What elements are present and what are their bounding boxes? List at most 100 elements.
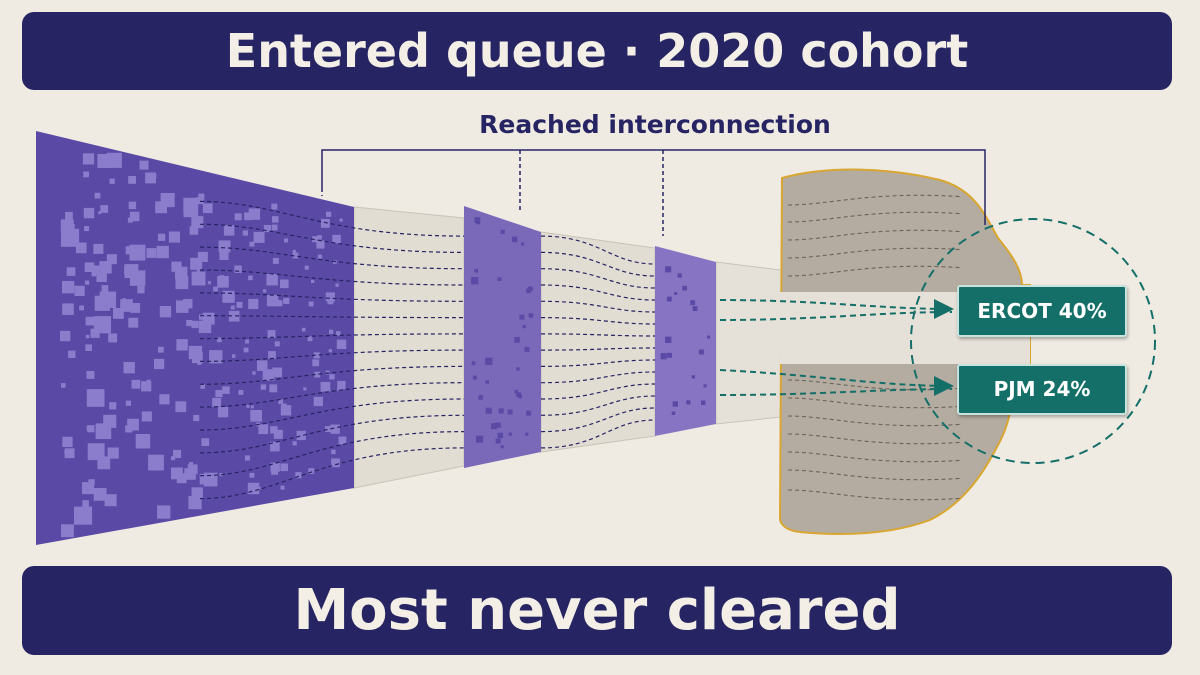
queue-project-square [296,430,306,441]
queue-project-square [691,375,695,379]
queue-project-square [171,467,183,480]
flow-line [199,359,656,385]
queue-project-square [660,353,667,360]
queue-project-square [96,271,107,282]
queue-project-square [190,257,203,270]
queue-project-square [159,306,172,318]
discarded-line [787,247,961,259]
footer-text: Most never cleared [293,578,901,643]
queue-project-square [516,392,522,398]
queue-project-square [222,386,230,394]
flow-line [199,371,656,408]
queue-project-square [263,225,271,233]
queue-project-square [86,389,105,407]
queue-project-square [141,381,152,392]
flow-line [199,333,656,340]
queue-project-square [202,203,213,214]
queue-project-square [157,505,171,519]
queue-project-square [109,178,115,184]
queue-project-square [218,240,231,253]
queue-project-square [332,234,341,244]
queue-project-square [139,160,149,170]
queue-project-square [292,441,297,446]
discarded-line [787,194,961,206]
queue-project-square [88,479,95,486]
queue-project-square [145,172,156,184]
discarded-line [787,397,961,409]
queue-project-square [266,295,279,307]
queue-project-square [526,288,531,294]
queue-project-square [283,297,290,304]
queue-project-square [707,335,711,339]
queue-project-square [99,261,112,274]
queue-project-square [526,410,532,416]
ercot-outcome-badge: ERCOT 40% [957,285,1127,337]
funnel-stage-entered [36,131,354,545]
queue-project-square [270,441,280,452]
queue-project-square [258,424,269,435]
queue-project-square [330,424,340,434]
discarded-line [787,229,961,241]
queue-project-square [311,279,315,283]
queue-project-square [156,245,169,259]
queue-project-square [495,438,501,444]
queue-project-square [200,384,205,389]
queue-project-square [129,211,140,222]
queue-project-square [171,456,176,461]
queue-project-square [304,265,309,270]
queue-project-square [244,455,251,461]
flow-line [199,269,656,301]
queue-project-square [666,296,672,302]
queue-project-square [219,250,229,260]
queue-project-square [94,192,101,199]
queue-project-square [155,201,167,214]
queue-project-square [476,220,481,225]
queue-project-square [324,426,331,432]
queue-project-square [124,266,133,275]
discarded-line [787,451,961,463]
queue-project-square [301,327,306,332]
queue-project-square [249,241,255,247]
queue-project-square [82,500,89,507]
queue-project-square [83,171,89,178]
queue-project-square [471,277,479,285]
queue-project-square [514,389,519,394]
queue-project-square [100,205,109,213]
queue-project-square [243,347,249,353]
queue-project-square [219,275,225,280]
queue-project-square [195,197,200,202]
queue-project-square [485,357,493,365]
queue-project-square [244,212,252,221]
queue-project-square [66,267,76,276]
queue-project-square [245,339,249,344]
queue-project-square [196,268,201,272]
flow-line [199,407,656,477]
queue-project-square [109,402,117,410]
queue-project-square [213,286,218,292]
queue-project-square [325,292,335,302]
queue-project-square [120,299,133,312]
queue-project-square [216,337,222,343]
queue-project-square [262,369,275,381]
queue-project-square [339,218,343,222]
queue-project-square [199,322,209,332]
queue-project-square [260,384,267,390]
queue-project-square [276,300,283,307]
queue-project-square [234,213,242,221]
queue-project-square [193,415,200,422]
queue-project-square [108,333,118,343]
queue-project-square [698,349,704,355]
queue-project-square [192,352,203,364]
queue-project-square [135,434,151,449]
queue-project-square [62,281,75,294]
queue-project-square [215,390,223,398]
queue-project-square [158,346,164,353]
queue-project-square [316,240,325,249]
queue-project-square [476,435,484,443]
queue-project-square [230,305,235,310]
queue-project-square [674,292,678,295]
queue-project-square [682,285,687,291]
queue-project-square [672,401,678,407]
queue-project-square [87,425,95,433]
queue-project-square [217,276,229,288]
